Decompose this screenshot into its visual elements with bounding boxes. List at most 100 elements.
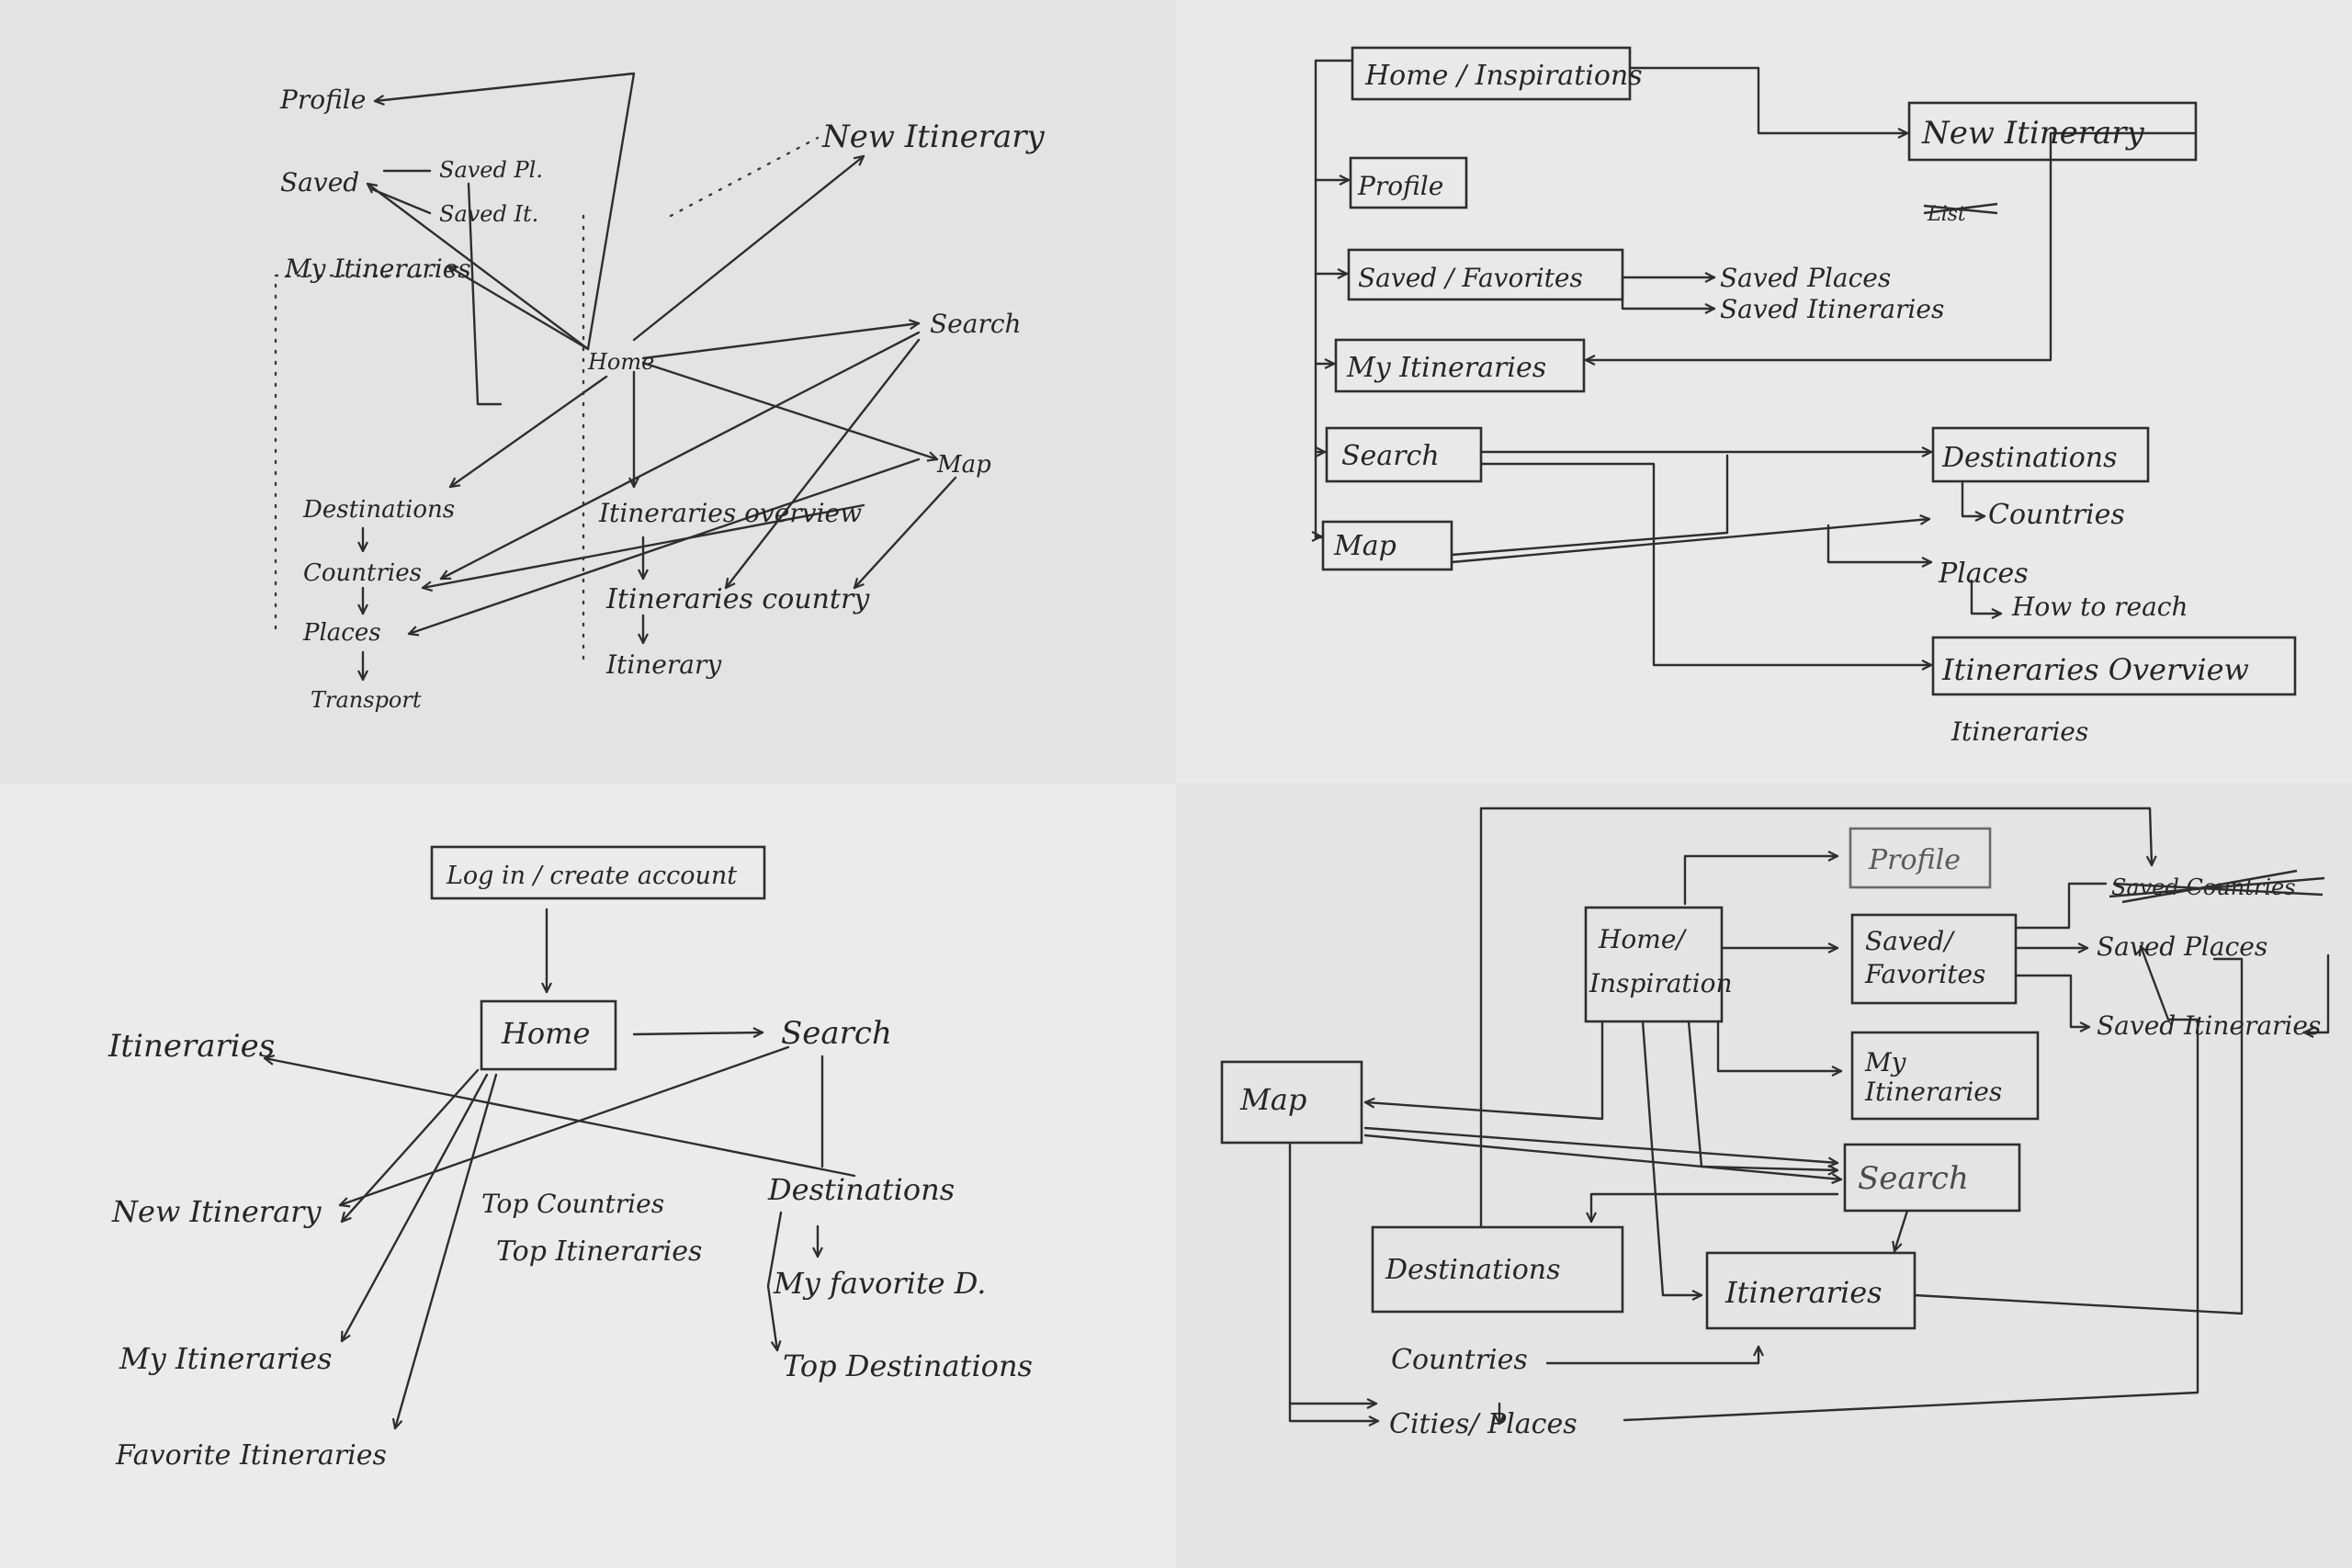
tr-destinations-label: Destinations [1941,442,2118,474]
edge-saved-savedit [370,187,432,215]
tr-edge-map-countries [1450,519,1931,564]
bl-home-label: Home [501,1016,590,1051]
tl-saved-it-label: Saved It. [439,201,538,227]
bl-top-countries-label: Top Countries [481,1189,664,1219]
bl-destinations-label: Destinations [767,1172,955,1207]
tr-saved-places-label: Saved Places [1720,263,1891,293]
br-countries-label: Countries [1391,1344,1528,1376]
tr-edge-map-places [1826,524,1933,562]
bl-edge-home-newitin [340,1068,480,1224]
edge-home-map [641,361,939,459]
br-profile-label: Profile [1868,844,1961,876]
bl-top-destinations-label: Top Destinations [783,1348,1033,1383]
br-cities-places-label: Cities/ Places [1389,1408,1577,1440]
edge-home-newitin [632,154,865,342]
tl-transport-label: Transport [311,687,422,713]
tr-edge-newitin-myitin [1584,131,2198,360]
br-search-box [1843,1143,2021,1213]
bottom-left-sketch: Log in / create account Home Search Itin… [107,845,1033,1472]
bl-home-box [480,999,617,1071]
tr-saved-itineraries-label: Saved Itineraries [1720,294,1944,324]
tl-profile-label: Profile [279,85,366,115]
edge-map-places [407,457,921,634]
edge-home-profile [373,72,636,351]
br-edge-cities-savedplaces [1623,944,2199,1422]
br-itineraries-label: Itineraries [1724,1275,1883,1310]
tr-countries-label: Countries [1988,499,2125,531]
br-saved-itineraries-label: Saved Itineraries [2097,1010,2321,1041]
br-destinations-label: Destinations [1385,1254,1561,1286]
tl-places-label: Places [302,619,381,647]
br-edge-home-map [1363,1020,1604,1121]
br-map-box [1220,1060,1363,1145]
tr-itin-overview-box [1931,636,2297,696]
br-edge-map-search [1363,1134,1843,1179]
tl-itinerary-label: Itinerary [605,649,722,680]
tl-map-label: Map [936,451,991,479]
tr-myitin-box [1334,338,1586,393]
edge-faint-guide [467,182,503,406]
bl-login-label: Log in / create account [446,862,737,890]
bl-search-label: Search [781,1015,892,1052]
bottom-right-sketch: Profile Saved Countries Home/ Inspiratio… [1220,807,2330,1440]
edge-map-itincountry [853,476,957,590]
br-itineraries-box [1705,1251,1917,1330]
edge-home-saved [366,182,590,351]
br-home-label-line1: Home/ [1598,924,1687,954]
bl-my-itineraries-label: My Itineraries [119,1341,333,1376]
bl-my-favorite-label: My favorite D. [773,1266,986,1301]
bl-top-itineraries-label: Top Itineraries [496,1235,702,1268]
br-saved-label-line2: Favorites [1864,959,1985,989]
bl-edge-dest-itineraries [263,1058,856,1178]
br-edge-countries-itineraries [1545,1345,1758,1365]
sketch-panel-bottom-right [1176,784,2352,1568]
edge-search-countries [439,331,921,581]
br-map-label: Map [1239,1082,1306,1117]
br-myitin-box [1850,1031,2040,1121]
tr-new-itinerary-label: New Itinerary [1921,115,2145,152]
tr-myitin-label: My Itineraries [1346,352,1546,384]
br-myitin-label-line1: My [1864,1047,1907,1077]
tr-places-label: Places [1938,558,2029,590]
sketch-panel-top-left [0,0,1176,784]
tl-my-itineraries-label: My Itineraries [284,254,471,284]
tr-map-label: Map [1333,530,1396,562]
tl-itin-country-label: Itineraries country [605,583,870,615]
tr-profile-box [1349,156,1468,209]
br-saved-box [1850,913,2018,1005]
tr-saved-label: Saved / Favorites [1358,263,1583,293]
br-destinations-box [1371,1225,1624,1314]
bl-edge-home-myitin [340,1073,489,1343]
top-right-sketch: Home / Inspirations New Itinerary List P… [1316,46,2297,747]
tr-edge-map-dest [1450,454,1729,557]
tr-edge-search-overview [1479,462,1933,665]
tl-destinations-label: Destinations [302,496,455,524]
tl-search-label: Search [930,309,1022,339]
top-left-sketch: Profile Saved Saved Pl. Saved It. My Iti… [274,72,1046,713]
tr-new-itinerary-box [1907,101,2198,162]
tr-saved-box [1347,248,1624,301]
br-edge-destinations-top-loop [1479,807,2152,1229]
tl-saved-label: Saved [280,167,359,197]
br-edge-itin-loop [1913,957,2244,1315]
tr-destinations-box [1931,426,2150,483]
tr-map-box [1321,520,1453,571]
br-home-box [1584,906,1724,1023]
tl-itin-overview-label: Itineraries overview [598,498,862,528]
br-saved-places-label: Saved Places [2097,931,2267,962]
br-myitin-label-line2: Itineraries [1864,1077,2002,1107]
edge-home-destinations [448,375,608,489]
bl-edge-home-favitin [395,1073,498,1430]
br-home-label-line2: Inspiration [1589,968,1733,998]
bl-edge-search-newitin [338,1045,790,1205]
br-search-label: Search [1858,1160,1969,1197]
tr-itin-overview-label: Itineraries Overview [1941,652,2249,687]
bl-edge-home-search [632,1032,764,1034]
sketch-panel-bottom-left [0,784,1176,1568]
edge-home-search [641,323,921,360]
tl-home-label: Home [587,349,654,375]
edge-search-itincountry [724,338,921,590]
tr-search-box [1325,426,1483,483]
tr-how-to-reach-label: How to reach [2011,592,2188,622]
